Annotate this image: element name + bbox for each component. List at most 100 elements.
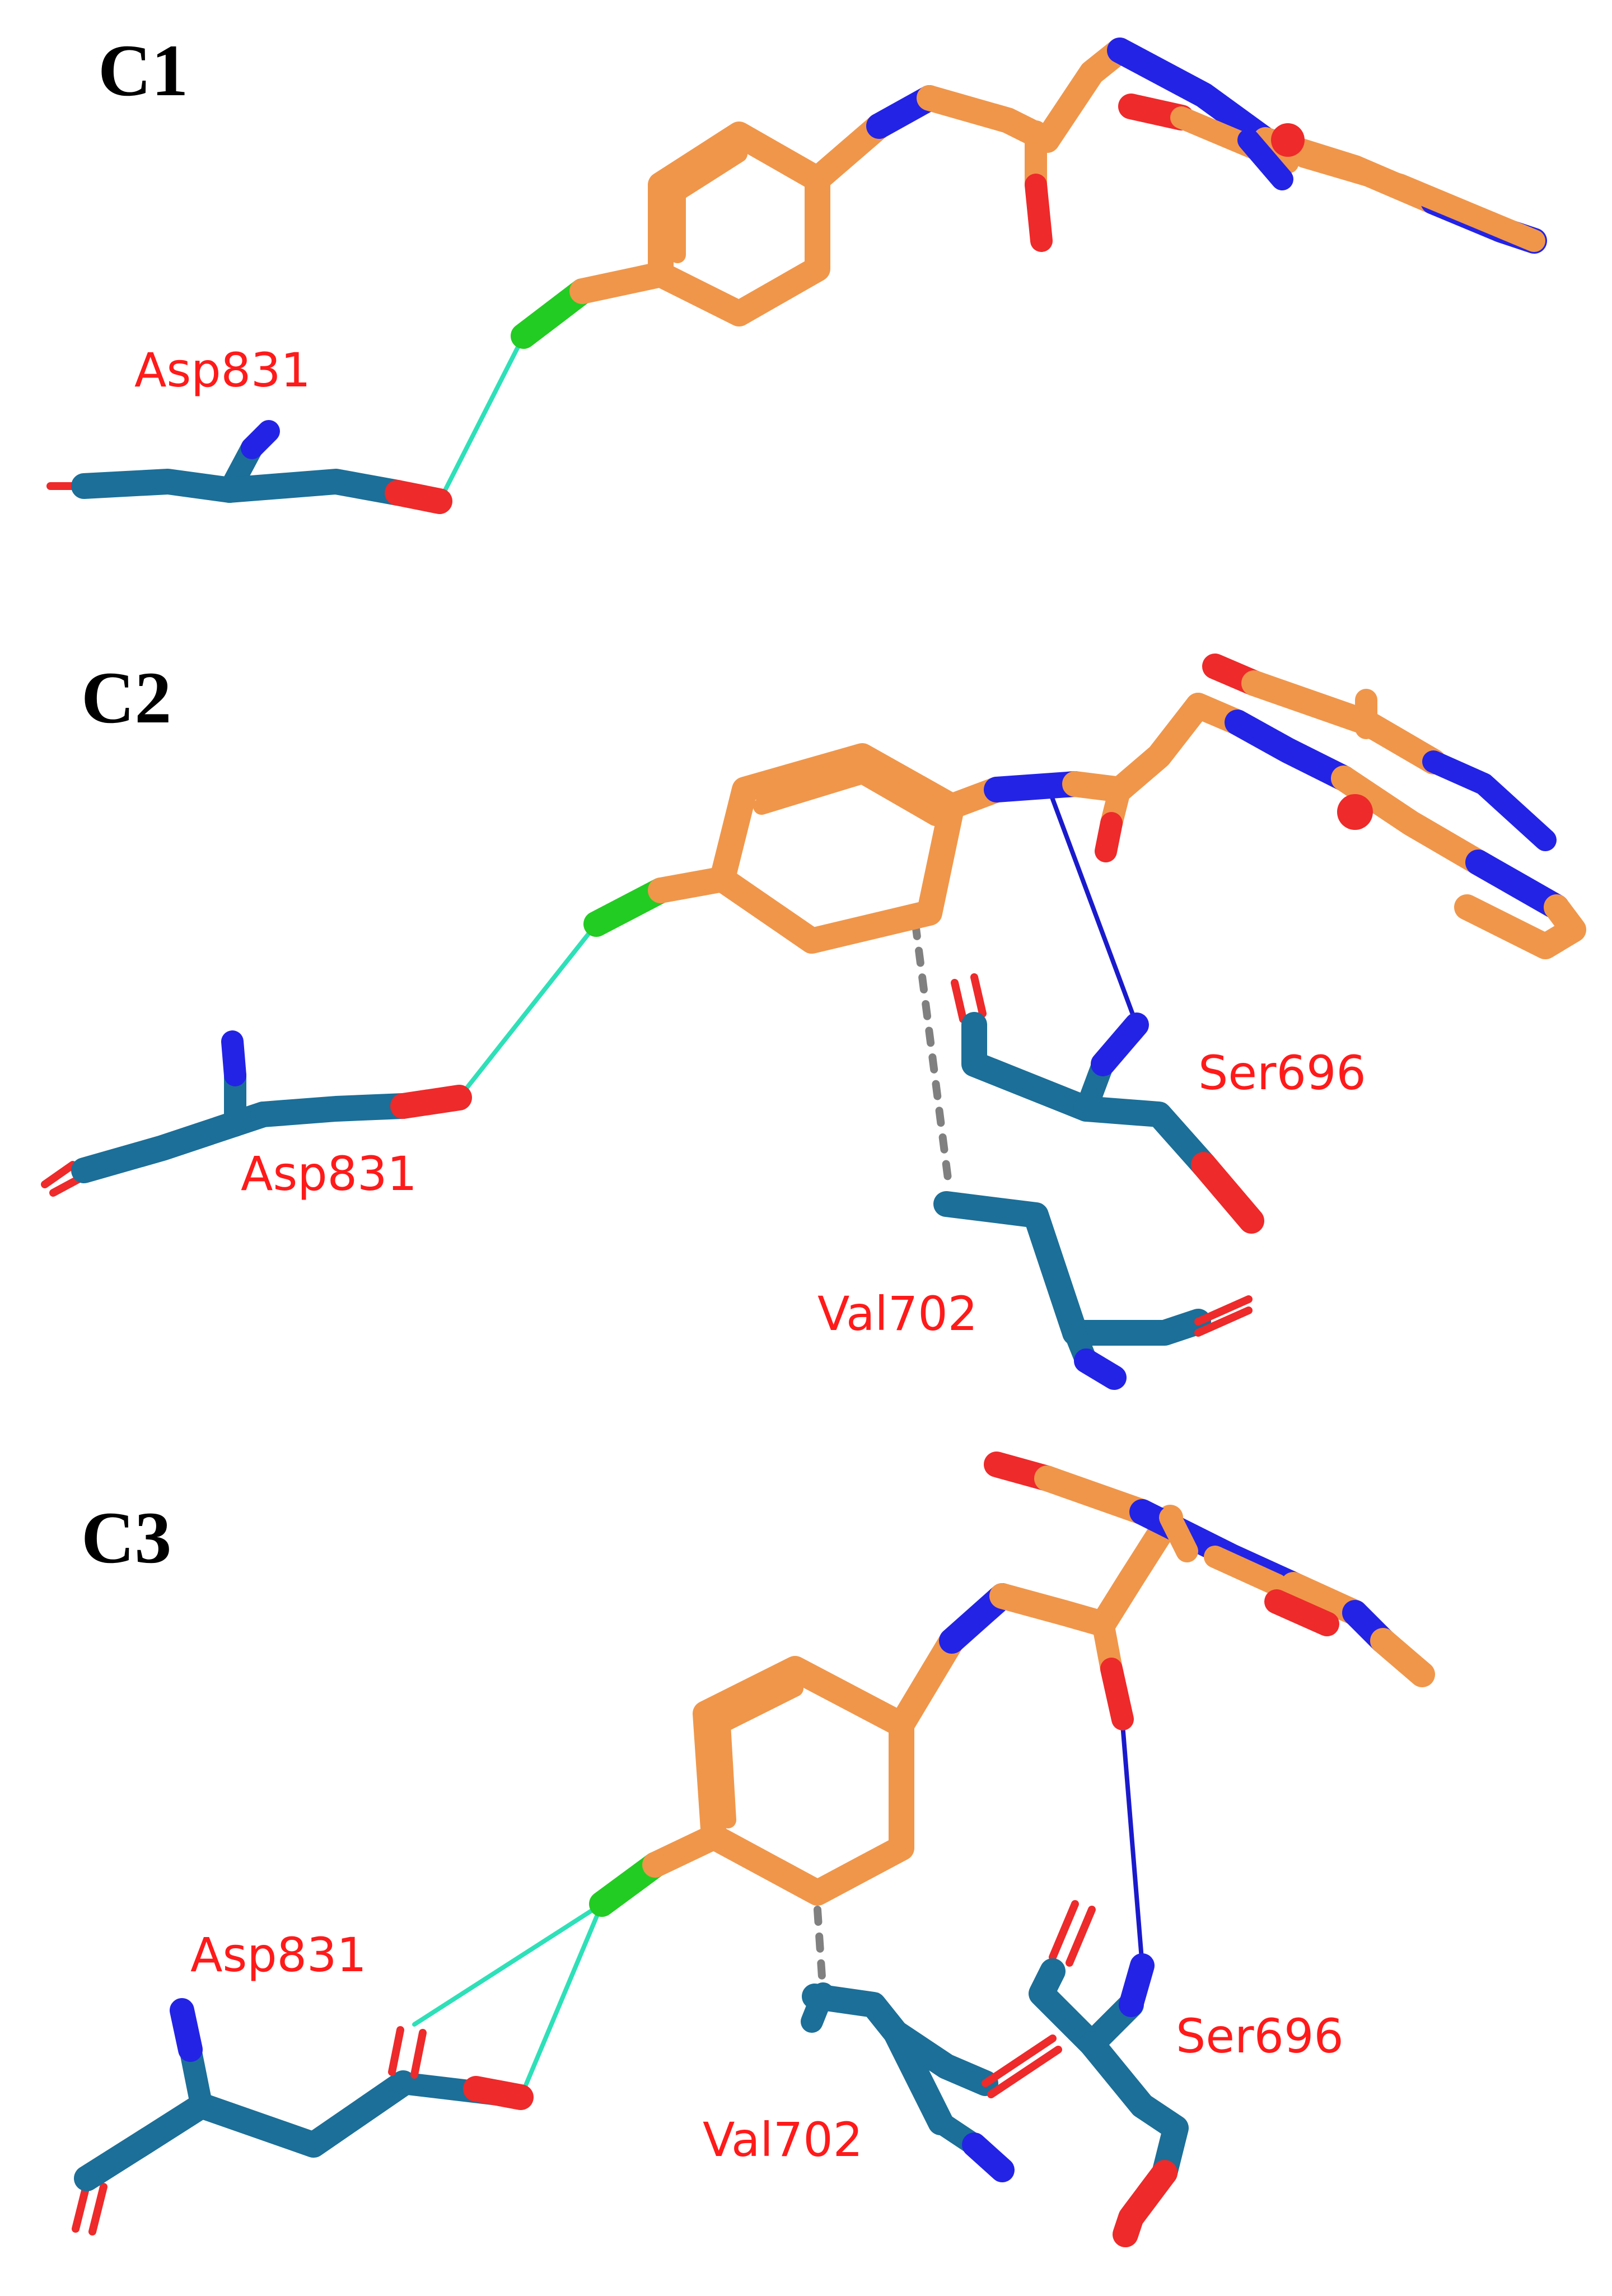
ser696-terminal-o-c3 <box>1049 1900 1079 1961</box>
val702-nitrogen-c2 <box>1074 1348 1127 1390</box>
asp831-oxygen-c2 <box>390 1085 472 1119</box>
asp831-sidechain-c1 <box>217 469 410 506</box>
ser696-nitrogen-c3 <box>1119 1953 1155 2017</box>
asp831-backbone-c1 <box>71 469 242 503</box>
residue-label-asp831-c2: Asp831 <box>241 1146 417 1201</box>
val702-terminal-o2-c3 <box>987 2046 1062 2098</box>
carbonyl-oxygen-c1 <box>1025 174 1053 252</box>
val702-sidechain-c2 <box>933 1191 1088 1346</box>
residue-val702-c2 <box>933 1191 1253 1390</box>
amide-carbon-c3 <box>989 1583 1116 1637</box>
ser696-terminal-o2-c3 <box>1066 1906 1096 1967</box>
residue-asp831-c3 <box>72 1998 534 2236</box>
halogen-bond-c3-b <box>518 1902 604 2099</box>
methylene-c3 <box>1090 1505 1183 1637</box>
panel-c1: C1 <box>46 29 1547 514</box>
ser696-oxygen-c3 <box>1113 2160 1178 2247</box>
hetero-methyl-c3 <box>1159 1506 1198 1562</box>
halogen-bond-c1 <box>437 334 526 503</box>
ser696-terminal-o-c2 <box>951 979 967 1023</box>
residue-label-asp831-c3: Asp831 <box>190 1928 367 1982</box>
ligand-molecule-c2 <box>457 654 1586 1191</box>
hydrophobic-contact-c2 <box>912 920 953 1191</box>
panel-c3: C3 <box>72 1452 1435 2247</box>
amide-bond-1-c1 <box>805 113 892 192</box>
hetero-ring-end-c3 <box>1370 1628 1435 1687</box>
ser696-sidechain-c3 <box>1079 2031 1189 2186</box>
panel-label-c1: C1 <box>98 29 188 111</box>
val702-backbone-c2 <box>1062 1309 1211 1346</box>
c-cl-carbon-c1 <box>569 262 674 304</box>
hetero-oxygen-2-c1 <box>1271 123 1305 157</box>
val702-terminal-o-c3 <box>982 2034 1057 2087</box>
asp831-nitrogen-c2 <box>221 1030 246 1086</box>
panel-label-c2: C2 <box>81 656 171 739</box>
residue-label-ser696-c3: Ser696 <box>1176 2009 1344 2064</box>
val702-backbone-c3 <box>883 2020 998 2096</box>
amide-nitrogen-c2 <box>984 771 1088 802</box>
phenyl-inner-c2 <box>753 767 943 826</box>
val702-terminal-o2-c2 <box>1194 1306 1253 1337</box>
hetero-ring-c-c2 <box>1331 766 1491 875</box>
hetero-n3-c1 <box>1237 129 1293 190</box>
asp831-terminal-o-c2 <box>41 1161 77 1188</box>
residue-label-ser696-c2: Ser696 <box>1198 1046 1366 1100</box>
hetero-ring-c-c3 <box>1034 1466 1155 1525</box>
halogen-bond-c2 <box>457 922 599 1100</box>
ligand-molecule-c3 <box>412 1452 1435 2099</box>
hydrogen-bond-c2 <box>1045 782 1139 1027</box>
asp831-nitrogen-c1 <box>241 420 280 459</box>
residue-label-asp831-c1: Asp831 <box>134 343 311 398</box>
ser696-sidechain-c2 <box>1073 1096 1217 1178</box>
hetero-oxygen-2-c3 <box>1264 1589 1339 1636</box>
val702-methyl-c3 <box>801 1982 834 2033</box>
carbonyl-oxygen-c2 <box>1095 812 1123 862</box>
hetero-ring-back-c3 <box>1204 1546 1288 1596</box>
asp831-oxygen-c1 <box>385 480 452 514</box>
ligand-molecule-c1 <box>437 38 1547 503</box>
val702-nitrogen-c3 <box>962 2132 1015 2182</box>
hydrogen-bond-c3 <box>1120 1723 1144 1968</box>
ser696-nitrogen-c2 <box>1091 1012 1149 1076</box>
residue-val702-c3 <box>801 1982 1062 2182</box>
residue-asp831-c1 <box>46 420 452 514</box>
asp831-carboxyl-o2-c3 <box>410 2029 427 2079</box>
hetero-ring-n2-c2 <box>1465 850 1569 920</box>
ser696-oxygen-c2 <box>1191 1152 1264 1234</box>
asp831-carboxyl-o1-c3 <box>388 2026 404 2076</box>
hetero-ring-back-c2 <box>1454 894 1586 959</box>
hetero-ring-n1-c2 <box>1225 710 1357 791</box>
asp831-sidechain-c2 <box>250 1093 416 1127</box>
hetero-ring-n1-c1 <box>1107 38 1278 153</box>
asp831-backbone-c3 <box>74 2093 214 2191</box>
residue-ser696-c2 <box>951 973 1264 1234</box>
panel-label-c3: C3 <box>81 1496 171 1579</box>
asp831-oxygen-c3 <box>463 2076 534 2110</box>
phenyl-ring-c3 <box>693 1656 914 1906</box>
residue-label-val702-c2: Val702 <box>817 1286 978 1341</box>
asp831-nitrogen-c3 <box>170 1998 203 2062</box>
val702-sidechain-c3 <box>802 1984 954 2135</box>
val702-terminal-o-c2 <box>1194 1295 1253 1326</box>
hetero-n3-c2 <box>1422 750 1557 851</box>
hetero-oxygen-2-c2 <box>1337 794 1373 830</box>
ser696-backbone-c2 <box>961 1012 1099 1122</box>
methylene-c1 <box>1034 38 1133 153</box>
residue-asp831-c2 <box>41 1030 472 1197</box>
carbonyl-oxygen-c3 <box>1100 1658 1134 1730</box>
phenyl-inner-c1 <box>669 146 747 263</box>
residue-label-val702-c3: Val702 <box>703 2112 863 2167</box>
asp831-terminal-o-c3 <box>72 2180 91 2233</box>
panel-c2: C2 <box>41 654 1586 1390</box>
hetero-ring-back-c1 <box>1293 146 1545 252</box>
residue-ser696-c3 <box>1029 1900 1189 2247</box>
hydrophobic-contact-c3 <box>814 1906 827 1998</box>
phenyl-inner-c3 <box>714 1680 803 1828</box>
ser696-terminal-o2-c2 <box>970 973 987 1018</box>
amide-carbon-c2 <box>1062 693 1211 802</box>
asp831-sidechain-c3 <box>189 2070 416 2158</box>
ser696-backbone-c3 <box>1029 1958 1144 2057</box>
amide-bond-1-c3 <box>889 1628 965 1738</box>
halogen-bond-c3-a <box>412 1902 604 2027</box>
